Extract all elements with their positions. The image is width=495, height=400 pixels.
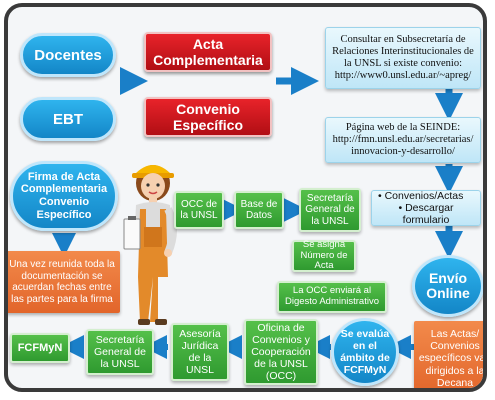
asigna-numero-node: Se asigna Número de Acta <box>292 238 356 272</box>
pagina-web-label: Página web de la SEINDE: http://fmn.unsl… <box>332 121 474 158</box>
acta-complementaria-node: Acta Complementaria <box>144 32 272 72</box>
una-vez-reunida-node: Una vez reunida toda la documentación se… <box>8 251 120 313</box>
actas-convenios-node: Las Actas/ Convenios específicos van dir… <box>414 321 487 389</box>
secretaria-general-bottom-node: Secretaría General de la UNSL <box>86 329 154 375</box>
docentes-label: Docentes <box>34 46 102 64</box>
asigna-numero-label: Se asigna Número de Acta <box>300 238 348 272</box>
descargar-formulario-label: • Descargar formulario <box>398 201 454 227</box>
secretaria-general-top-node: Secretaría General de la UNSL <box>299 188 361 232</box>
fcfmyn-node: FCFMyN <box>10 333 70 363</box>
construction-worker-woman-icon <box>123 165 177 325</box>
asesoria-node: Asesoría Jurídica de la UNSL <box>171 323 229 381</box>
occ-unsl-node: OCC de la UNSL <box>174 191 224 229</box>
digesto-node: La OCC enviará al Digesto Administrativo <box>277 281 387 313</box>
docentes-node: Docentes <box>20 33 116 77</box>
consultar-node: Consultar en Subsecretaría de Relaciones… <box>325 27 481 89</box>
occ-unsl-label: OCC de la UNSL <box>180 198 218 222</box>
base-datos-label: Base de Datos <box>240 198 278 222</box>
asesoria-label: Asesoría Jurídica de la UNSL <box>179 327 221 377</box>
oficina-convenios-node: Oficina de Convenios y Cooperación de la… <box>244 319 318 385</box>
acta-complementaria-label: Acta Complementaria <box>153 35 263 68</box>
pagina-web-node: Página web de la SEINDE: http://fmn.unsl… <box>325 117 481 163</box>
envio-online-node: Envío Online <box>412 255 483 317</box>
digesto-label: La OCC enviará al Digesto Administrativo <box>285 285 379 307</box>
ebt-label: EBT <box>53 110 83 128</box>
convenios-actas-label: • Convenios/Actas <box>378 189 464 202</box>
se-evalua-node: Se evalúa en el ámbito de FCFMyN <box>331 318 399 386</box>
oficina-convenios-label: Oficina de Convenios y Cooperación de la… <box>251 321 311 383</box>
secretaria-general-bottom-label: Secretaría General de la UNSL <box>94 333 146 371</box>
consultar-label: Consultar en Subsecretaría de Relaciones… <box>332 33 474 82</box>
firma-acta-label: Firma de Acta Complementaria Convenio Es… <box>20 170 108 221</box>
convenio-especifico-label: Convenio Específico <box>172 100 244 133</box>
firma-acta-node: Firma de Acta Complementaria Convenio Es… <box>10 161 118 231</box>
ebt-node: EBT <box>20 97 116 141</box>
convenios-node: • Convenios/Actas • Descargar formulario <box>371 190 481 226</box>
convenio-especifico-node: Convenio Específico <box>144 97 272 137</box>
se-evalua-label: Se evalúa en el ámbito de FCFMyN <box>340 327 390 377</box>
una-vez-reunida-label: Una vez reunida toda la documentación se… <box>9 259 115 305</box>
base-datos-node: Base de Datos <box>234 191 284 229</box>
actas-convenios-label: Las Actas/ Convenios específicos van dir… <box>418 328 487 389</box>
envio-online-label: Envío Online <box>426 269 470 301</box>
fcfmyn-label: FCFMyN <box>17 341 63 354</box>
secretaria-general-top-label: Secretaría General de la UNSL <box>305 192 355 227</box>
diagram-frame: Docentes EBT Acta Complementaria Conveni… <box>4 3 487 392</box>
